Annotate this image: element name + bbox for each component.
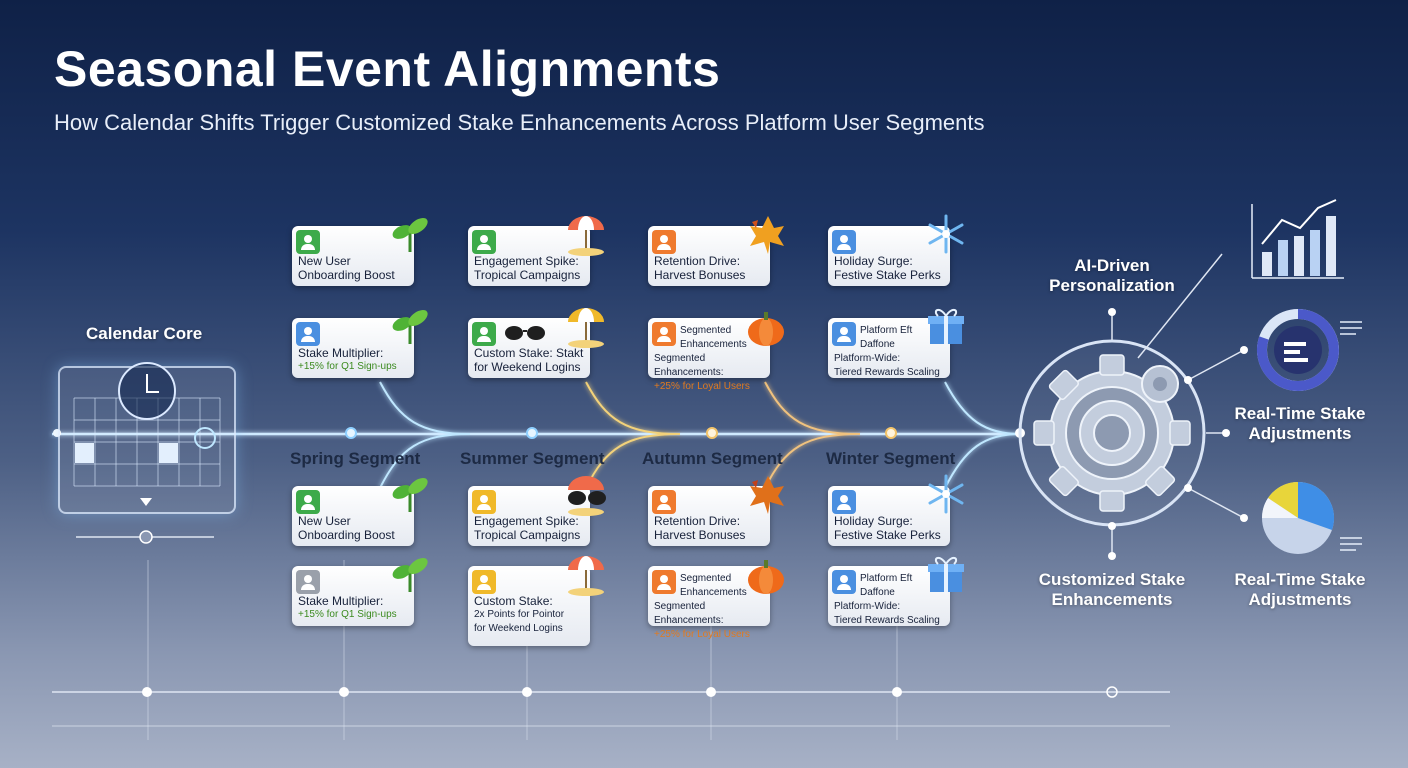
page-subtitle: How Calendar Shifts Trigger Customized S…: [54, 110, 985, 135]
user-icon: [832, 490, 856, 514]
autumn-bottom-card-2[interactable]: Segmented Enhancements Segmented Enhance…: [648, 560, 784, 640]
gift-icon: [928, 309, 964, 344]
pumpkin-icon: [748, 312, 784, 346]
autumn-top-card-2[interactable]: Segmented Enhancements Segmented Enhance…: [648, 312, 784, 392]
autumn-leaf-icon: [750, 216, 784, 254]
winter-bottom-card-2[interactable]: Platform Eft Daffone Platform-Wide: Tier…: [828, 557, 964, 626]
user-icon: [832, 230, 856, 254]
calendar-core-label: Calendar Core: [86, 324, 203, 343]
summer-bottom-card-2[interactable]: Custom Stake: 2x Points for Pointor for …: [468, 556, 604, 646]
beach-umbrella-icon: [568, 216, 604, 256]
user-icon: [296, 570, 320, 594]
winter-top-card-1[interactable]: Holiday Surge: Festive Stake Perks: [828, 214, 964, 286]
winter-bottom-card-1[interactable]: Holiday Surge: Festive Stake Perks: [828, 474, 964, 546]
segment-label-spring: Spring Segment: [290, 449, 421, 468]
spring-top-card-1[interactable]: New User Onboarding Boost: [292, 218, 428, 286]
sprout-icon: [392, 310, 428, 344]
user-icon: [832, 322, 856, 346]
spring-top-card-2[interactable]: Stake Multiplier: +15% for Q1 Sign-ups: [292, 310, 428, 378]
segment-label-summer: Summer Segment: [460, 449, 605, 468]
sunglasses-icon: [505, 326, 545, 340]
bar-chart-icon: [1251, 199, 1344, 279]
summer-bottom-card-1[interactable]: Engagement Spike: Tropical Campaigns: [468, 476, 606, 546]
sprout-icon: [392, 218, 428, 252]
snowflake-icon: [928, 474, 964, 514]
user-icon: [296, 490, 320, 514]
sprout-icon: [392, 478, 428, 512]
gift-icon: [928, 557, 964, 592]
user-icon: [472, 570, 496, 594]
user-icon: [296, 230, 320, 254]
sunglasses-icon: [568, 476, 606, 516]
gear-icon: [1033, 354, 1191, 512]
autumn-top-card-1[interactable]: Retention Drive: Harvest Bonuses: [648, 216, 784, 286]
user-icon: [652, 322, 676, 346]
user-icon: [472, 322, 496, 346]
sprout-icon: [392, 558, 428, 592]
pumpkin-icon: [748, 560, 784, 594]
spring-bottom-card-2[interactable]: Stake Multiplier: +15% for Q1 Sign-ups: [292, 558, 428, 626]
customized-stake-label: Customized Stake Enhancements: [1038, 570, 1186, 609]
pie-chart-icon: [1261, 481, 1362, 554]
segment-label-winter: Winter Segment: [826, 449, 956, 468]
clock-icon: [118, 362, 176, 420]
realtime-adjustments-label-1: Real-Time Stake Adjustments: [1234, 404, 1366, 443]
user-icon: [652, 230, 676, 254]
donut-chart-icon: [1257, 309, 1362, 391]
user-icon: [832, 570, 856, 594]
snowflake-icon: [928, 214, 964, 254]
summer-top-card-1[interactable]: Engagement Spike: Tropical Campaigns: [468, 216, 604, 286]
ai-personalization-label: AI-Driven Personalization: [1049, 256, 1175, 295]
calendar-grid-icon: [73, 397, 221, 506]
user-icon: [296, 322, 320, 346]
user-icon: [652, 570, 676, 594]
user-icon: [652, 490, 676, 514]
autumn-bottom-card-1[interactable]: Retention Drive: Harvest Bonuses: [648, 476, 784, 546]
beach-umbrella-icon: [568, 556, 604, 596]
user-icon: [472, 490, 496, 514]
realtime-adjustments-label-2: Real-Time Stake Adjustments: [1234, 570, 1366, 609]
user-icon: [472, 230, 496, 254]
autumn-leaf-icon: [750, 476, 784, 514]
summer-top-card-2[interactable]: Custom Stake: Stakt for Weekend Logins: [468, 308, 604, 378]
winter-top-card-2[interactable]: Platform Eft Daffone Platform-Wide: Tier…: [828, 309, 964, 378]
segment-label-autumn: Autumn Segment: [642, 449, 783, 468]
page-title: Seasonal Event Alignments: [54, 41, 721, 97]
spring-bottom-card-1[interactable]: New User Onboarding Boost: [292, 478, 428, 546]
beach-umbrella-icon: [568, 308, 604, 348]
